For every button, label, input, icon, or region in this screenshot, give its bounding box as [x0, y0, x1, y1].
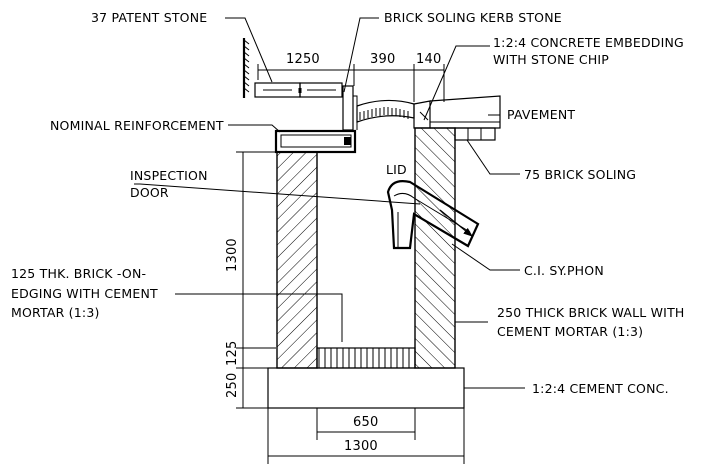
dim-250: 250	[225, 373, 240, 398]
annotation-labels: 37 PATENT STONE BRICK SOLING KERB STONE …	[11, 10, 685, 396]
cover-slab	[274, 129, 357, 154]
brick-soling-75	[454, 127, 496, 141]
grating	[356, 99, 415, 123]
pavement	[429, 95, 501, 129]
patent-stone	[242, 38, 343, 98]
label-patent-stone: 37 PATENT STONE	[91, 10, 207, 25]
dim-1250: 1250	[286, 52, 320, 67]
label-nominal-reinforcement: NOMINAL REINFORCEMENT	[50, 118, 224, 133]
kerb-stone	[342, 85, 358, 131]
right-brick-wall	[414, 127, 456, 369]
label-inspection-1: INSPECTION	[130, 168, 208, 183]
dimension-values: 1250 390 140 1300 125 250 650 1300	[225, 52, 441, 454]
base-slab	[267, 367, 465, 409]
dim-125: 125	[225, 341, 240, 366]
label-brick-wall-2: CEMENT MORTAR (1:3)	[497, 324, 643, 339]
label-brick-edging-3: MORTAR (1:3)	[11, 305, 100, 320]
left-brick-wall	[276, 151, 318, 369]
label-concrete-embedding-1: 1:2:4 CONCRETE EMBEDDING	[493, 35, 684, 50]
label-brick-wall-1: 250 THICK BRICK WALL WITH	[497, 305, 685, 320]
dim-1300-vertical: 1300	[225, 238, 240, 272]
leader-lines	[134, 17, 525, 389]
dim-390: 390	[370, 52, 395, 67]
dim-650: 650	[353, 415, 378, 430]
label-brick-edging-1: 125 THK. BRICK -ON-	[11, 266, 146, 281]
label-ci-syphon: C.I. SY.PHON	[524, 263, 604, 278]
dim-1300-horizontal: 1300	[344, 439, 378, 454]
label-lid: LID	[386, 162, 407, 177]
dimension-lines	[236, 64, 465, 464]
label-inspection-2: DOOR	[130, 185, 169, 200]
label-brick-soling-kerb: BRICK SOLING KERB STONE	[384, 10, 562, 25]
label-brick-edging-2: EDGING WITH CEMENT	[11, 286, 158, 301]
label-concrete-embedding-2: WITH STONE CHIP	[493, 52, 609, 67]
concrete-embedding	[413, 100, 431, 129]
dim-140: 140	[416, 52, 441, 67]
brick-on-edging-floor	[316, 347, 416, 369]
label-pavement: PAVEMENT	[507, 107, 575, 122]
ci-syphon	[386, 180, 480, 250]
label-cement-conc: 1:2:4 CEMENT CONC.	[532, 381, 669, 396]
label-brick-soling-75: 75 BRICK SOLING	[524, 167, 636, 182]
